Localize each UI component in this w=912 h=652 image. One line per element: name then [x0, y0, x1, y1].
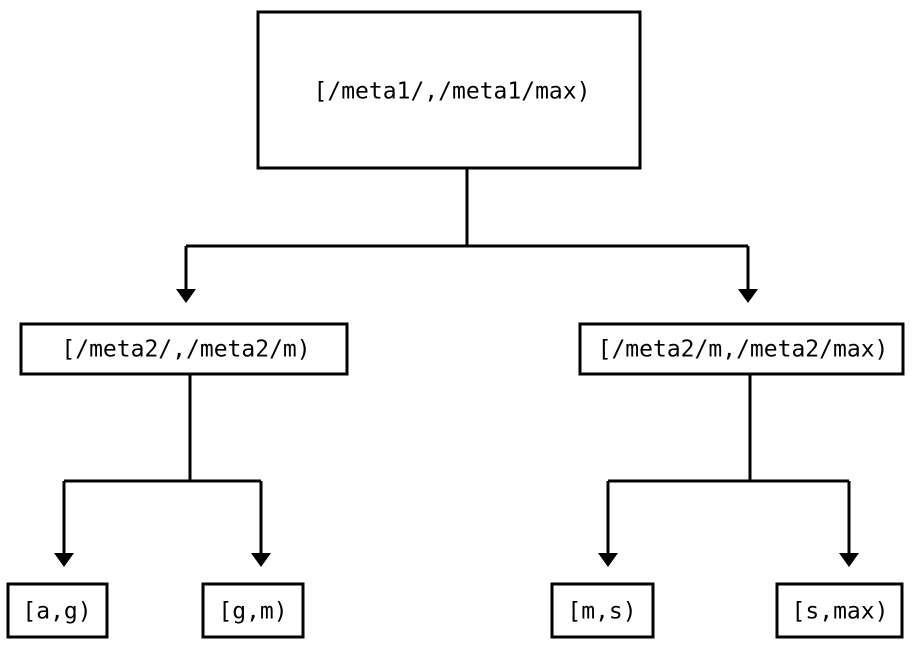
- node-leaf-4-label: [s,max): [792, 599, 889, 625]
- edge-group-root: [176, 168, 758, 303]
- node-leaf-4: [s,max): [775, 582, 904, 639]
- edge-group-mid-right: [598, 374, 859, 567]
- arrowhead-leaf-3: [598, 553, 618, 567]
- node-leaf-2-box: [201, 582, 305, 639]
- node-leaf-2-label: [g,m): [218, 599, 287, 625]
- node-leaf-4-box: [775, 582, 904, 639]
- edge-group-mid-left: [54, 374, 271, 567]
- node-mid-right: [/meta2/m,/meta2/max): [578, 322, 905, 376]
- node-root: [/meta1/,/meta1/max): [256, 10, 642, 170]
- node-mid-left: [/meta2/,/meta2/m): [19, 322, 349, 376]
- node-leaf-1: [a,g): [6, 582, 109, 639]
- arrowhead-mid-right: [738, 289, 758, 303]
- node-leaf-3: [m,s): [550, 582, 655, 639]
- node-leaf-3-box: [550, 582, 655, 639]
- arrowhead-leaf-2: [251, 553, 271, 567]
- node-leaf-2: [g,m): [201, 582, 305, 639]
- node-mid-right-label: [/meta2/m,/meta2/max): [598, 337, 889, 363]
- node-root-label: [/meta1/,/meta1/max): [314, 79, 591, 105]
- arrowhead-leaf-4: [839, 553, 859, 567]
- node-leaf-1-label: [a,g): [22, 599, 91, 625]
- node-mid-left-label: [/meta2/,/meta2/m): [61, 337, 310, 363]
- node-mid-right-box: [578, 322, 905, 376]
- arrowhead-leaf-1: [54, 553, 74, 567]
- arrowhead-mid-left: [176, 289, 196, 303]
- node-mid-left-box: [19, 322, 349, 376]
- node-leaf-1-box: [6, 582, 109, 639]
- node-root-box: [256, 10, 642, 170]
- node-leaf-3-label: [m,s): [567, 599, 636, 625]
